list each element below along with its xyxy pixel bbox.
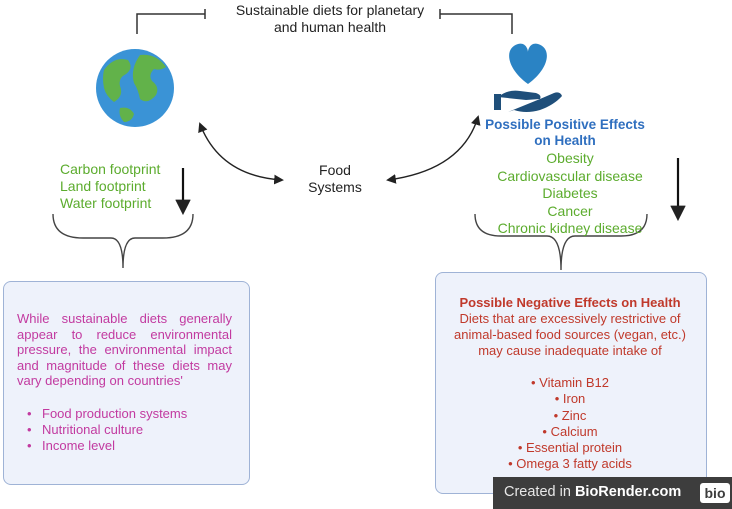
factor-item: Income level <box>27 438 187 454</box>
footprint-item: Water footprint <box>60 195 152 211</box>
nutrient-deficiency-list: Vitamin B12 Iron Zinc Calcium Essential … <box>460 375 680 473</box>
factor-item: Food production systems <box>27 406 187 422</box>
negative-effects-title: Possible Negative Effects on Health <box>459 295 681 310</box>
environment-note-text: While sustainable diets generally appear… <box>17 311 232 388</box>
footprint-item: Carbon footprint <box>60 161 161 177</box>
nutrient-label: Vitamin B12 <box>539 375 610 390</box>
positive-effect-item: Chronic kidney disease <box>497 220 643 236</box>
biorender-footer[interactable]: Created in BioRender.com bio <box>493 477 732 509</box>
food-health-arrow <box>386 115 481 184</box>
credit-prefix: Created in <box>504 484 575 500</box>
heart-in-hand-icon <box>494 43 562 112</box>
positive-effect-item: Cancer <box>547 202 593 219</box>
environment-factors-list: Food production systems Nutritional cult… <box>27 406 187 454</box>
nutrient-item: Zinc <box>460 408 680 424</box>
positive-brace <box>474 213 648 271</box>
factor-label: Income level <box>42 438 115 453</box>
food-systems-label: Food Systems <box>290 162 380 196</box>
positive-effect-item: Diabetes <box>542 185 598 201</box>
positive-effects-title: Possible Positive Effects on Health <box>470 117 660 149</box>
nutrient-item: Omega 3 fatty acids <box>460 456 680 472</box>
positive-effects-list: Obesity Cardiovascular disease Diabetes … <box>470 150 670 238</box>
environment-footprint-list: Carbon footprint Land footprint Water fo… <box>60 161 160 212</box>
globe-food-arrow <box>198 122 284 185</box>
biorender-credit: Created in BioRender.com <box>504 484 681 500</box>
credit-brand: BioRender.com <box>574 484 682 500</box>
positive-title-line-2: on Health <box>534 133 596 148</box>
nutrient-label: Essential protein <box>526 440 623 456</box>
positive-effect-item: Obesity <box>546 150 594 166</box>
globe-icon <box>96 49 174 127</box>
title-connector <box>136 9 513 34</box>
nutrient-label: Calcium <box>550 423 598 439</box>
nutrient-item: Vitamin B12 <box>460 375 680 391</box>
factor-item: Nutritional culture <box>27 422 187 438</box>
nutrient-label: Omega 3 fatty acids <box>516 456 632 472</box>
positive-title-line-1: Possible Positive Effects <box>485 117 645 132</box>
nutrient-item: Essential protein <box>460 440 680 456</box>
factor-label: Nutritional culture <box>42 422 144 437</box>
negative-effects-text: Diets that are excessively restrictive o… <box>454 311 686 358</box>
nutrient-item: Calcium <box>460 424 680 440</box>
footprint-item: Land footprint <box>60 178 146 194</box>
title-line-2: and human health <box>273 19 387 35</box>
factor-label: Food production systems <box>42 406 188 421</box>
nutrient-label: Zinc <box>561 407 587 423</box>
diagram-title: Sustainable diets for planetary and huma… <box>200 2 460 36</box>
food-systems-line-2: Systems <box>308 179 362 195</box>
nutrient-item: Iron <box>460 391 680 407</box>
positive-effect-item: Cardiovascular disease <box>497 167 643 184</box>
food-systems-line-1: Food <box>319 162 351 178</box>
environment-brace <box>52 213 194 269</box>
nutrient-label: Iron <box>562 391 586 407</box>
title-line-1: Sustainable diets for planetary <box>235 2 425 18</box>
biorender-logo-icon: bio <box>700 483 730 503</box>
